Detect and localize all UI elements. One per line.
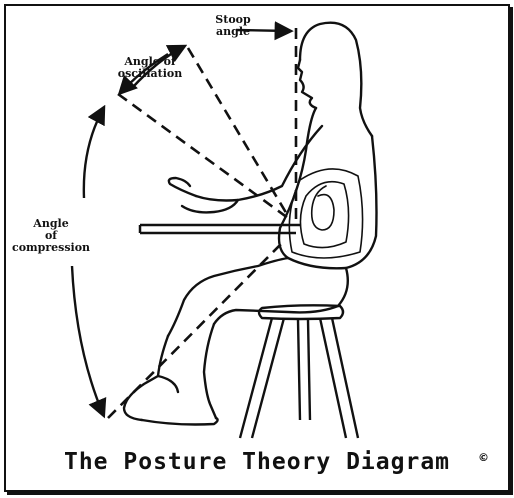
stoop-label-line2: angle [216, 25, 250, 38]
stoop-angle-label: Stoop angle [204, 14, 262, 38]
thigh-outline [166, 256, 290, 338]
thigh-lower [212, 266, 349, 326]
compression-label-line1: Angle [33, 217, 69, 230]
copyright-symbol: © [478, 451, 489, 464]
compression-label-line2: of [44, 229, 58, 242]
compression-label-line3: compression [12, 241, 91, 254]
oscillation-angle-label: Angle of oscillation [106, 56, 194, 80]
compression-arc-top [82, 104, 106, 199]
oscillation-arc-back [117, 52, 169, 96]
stoop-arc [235, 21, 294, 41]
arm-outline [194, 124, 324, 202]
diagram-frame [4, 4, 510, 492]
stoop-dashed-line [186, 47, 290, 217]
stool [238, 304, 360, 439]
stool-leg-right [318, 317, 360, 439]
compression-angle-label: Angle of compression [12, 218, 90, 254]
oscillation-label-line2: oscillation [117, 67, 183, 80]
diagram-title: The Posture Theory Diagram [63, 449, 451, 475]
stoop-label-line1: Stoop [215, 13, 251, 26]
stool-seat [257, 304, 345, 321]
stool-leg-left [238, 317, 286, 439]
face-outline [296, 58, 318, 110]
head-outline [298, 21, 374, 138]
compression-arc-bottom [70, 265, 107, 419]
torso-spiral [288, 168, 364, 259]
angle-lines [107, 28, 298, 419]
hand-outline [167, 176, 240, 214]
table [138, 223, 300, 235]
oscillation-dashed-line [117, 92, 289, 220]
seated-person [122, 21, 378, 426]
shin-back [202, 322, 218, 420]
foot-top [156, 374, 180, 394]
stool-leg-center [296, 319, 312, 421]
shin-outline [122, 334, 170, 422]
oscillation-label-line1: Angle of [124, 55, 176, 68]
angle-arcs [70, 21, 294, 419]
foot-outline [140, 416, 219, 426]
